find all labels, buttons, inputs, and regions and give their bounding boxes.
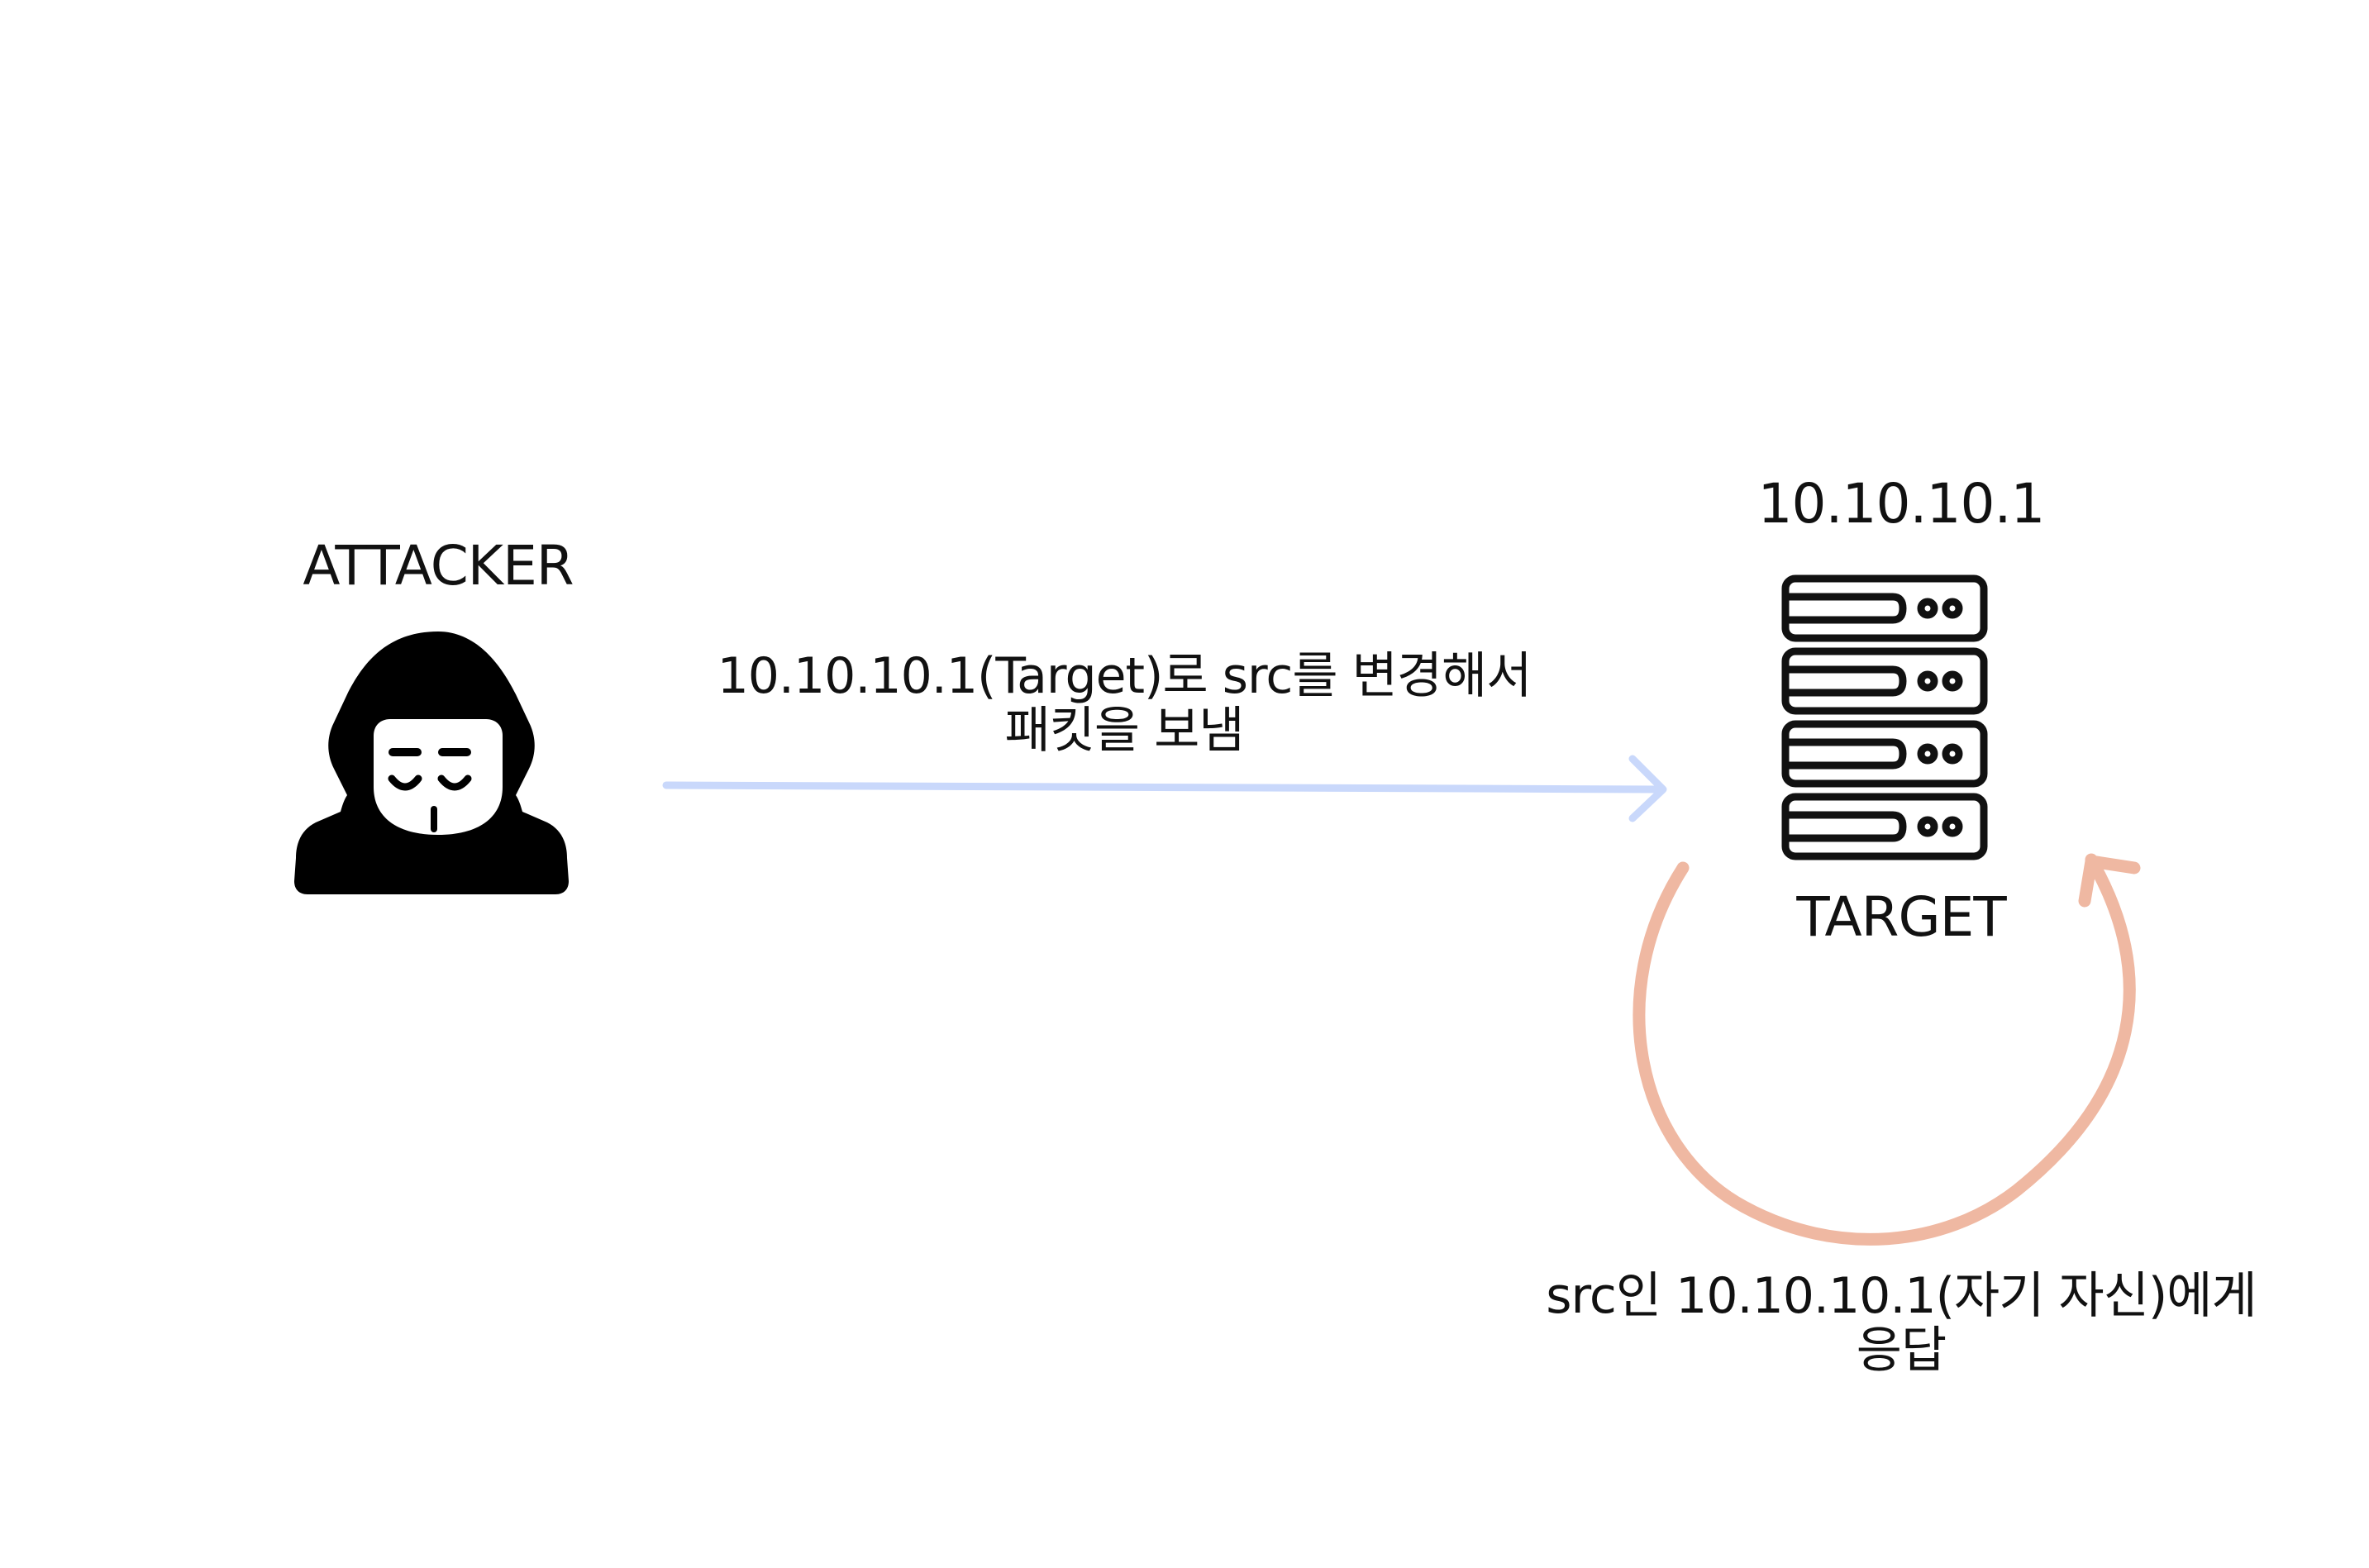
send-caption-line-2: 패킷을 보냄 — [1004, 702, 1244, 760]
reply-loop-arrow — [1633, 853, 2141, 1246]
target-ip-label: 10.10.10.1 — [1757, 472, 2046, 536]
reply-caption-line-1: src인 10.10.10.1(자기 자신)에게 — [1546, 1267, 2257, 1325]
reply-caption-line-2: 응답 — [1856, 1322, 1947, 1380]
send-arrow — [662, 755, 1667, 822]
reply-arrow-caption: src인 10.10.10.1(자기 자신)에게 응답 — [1471, 1269, 2331, 1378]
attacker-label: ATTACKER — [303, 534, 574, 598]
send-caption-line-1: 10.10.10.1(Target)로 src를 변경해서 — [717, 647, 1532, 705]
send-arrow-caption: 10.10.10.1(Target)로 src를 변경해서 패킷을 보냄 — [628, 649, 1620, 758]
hooded-hacker-mask-icon — [294, 631, 569, 894]
target-label: TARGET — [1796, 885, 2006, 949]
server-rack-icon — [1781, 574, 1988, 860]
